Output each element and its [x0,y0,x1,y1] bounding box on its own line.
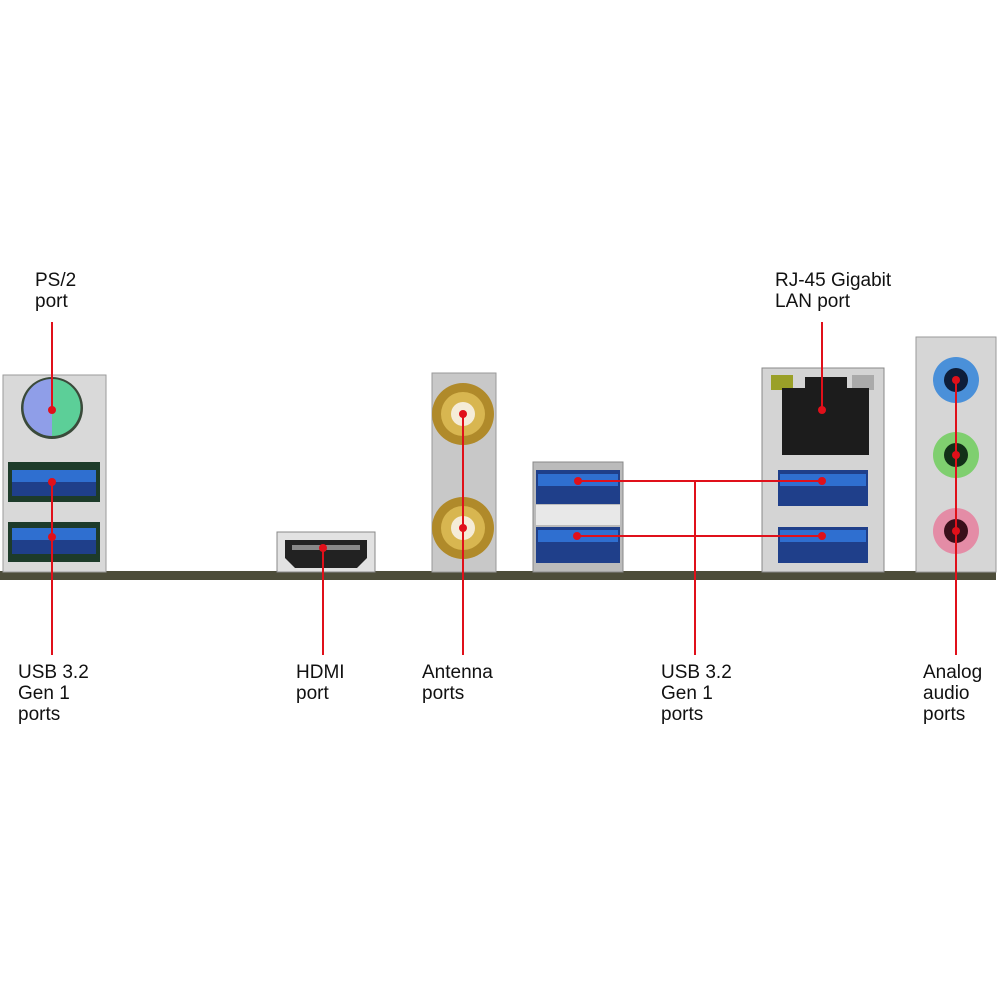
motherboard-edge [0,571,996,580]
usb-left-ports-label: USB 3.2 Gen 1 ports [18,662,89,725]
ps2-port-label: PS/2 port [35,270,77,312]
left-port-panel [2,374,107,573]
callout-lines [51,322,957,655]
antenna-ports-label: Antenna ports [422,662,493,704]
callout-dots [48,376,960,552]
usb-port [12,470,96,482]
usb-right-ports-label: USB 3.2 Gen 1 ports [661,662,732,725]
rj45-lan-port-label: RJ-45 Gigabit LAN port [775,270,892,312]
hdmi-port-label: HDMI port [296,662,345,704]
usb-stack-middle [532,461,624,573]
hdmi-port [276,531,376,573]
analog-audio-ports-label: Analog audio ports [923,662,983,725]
